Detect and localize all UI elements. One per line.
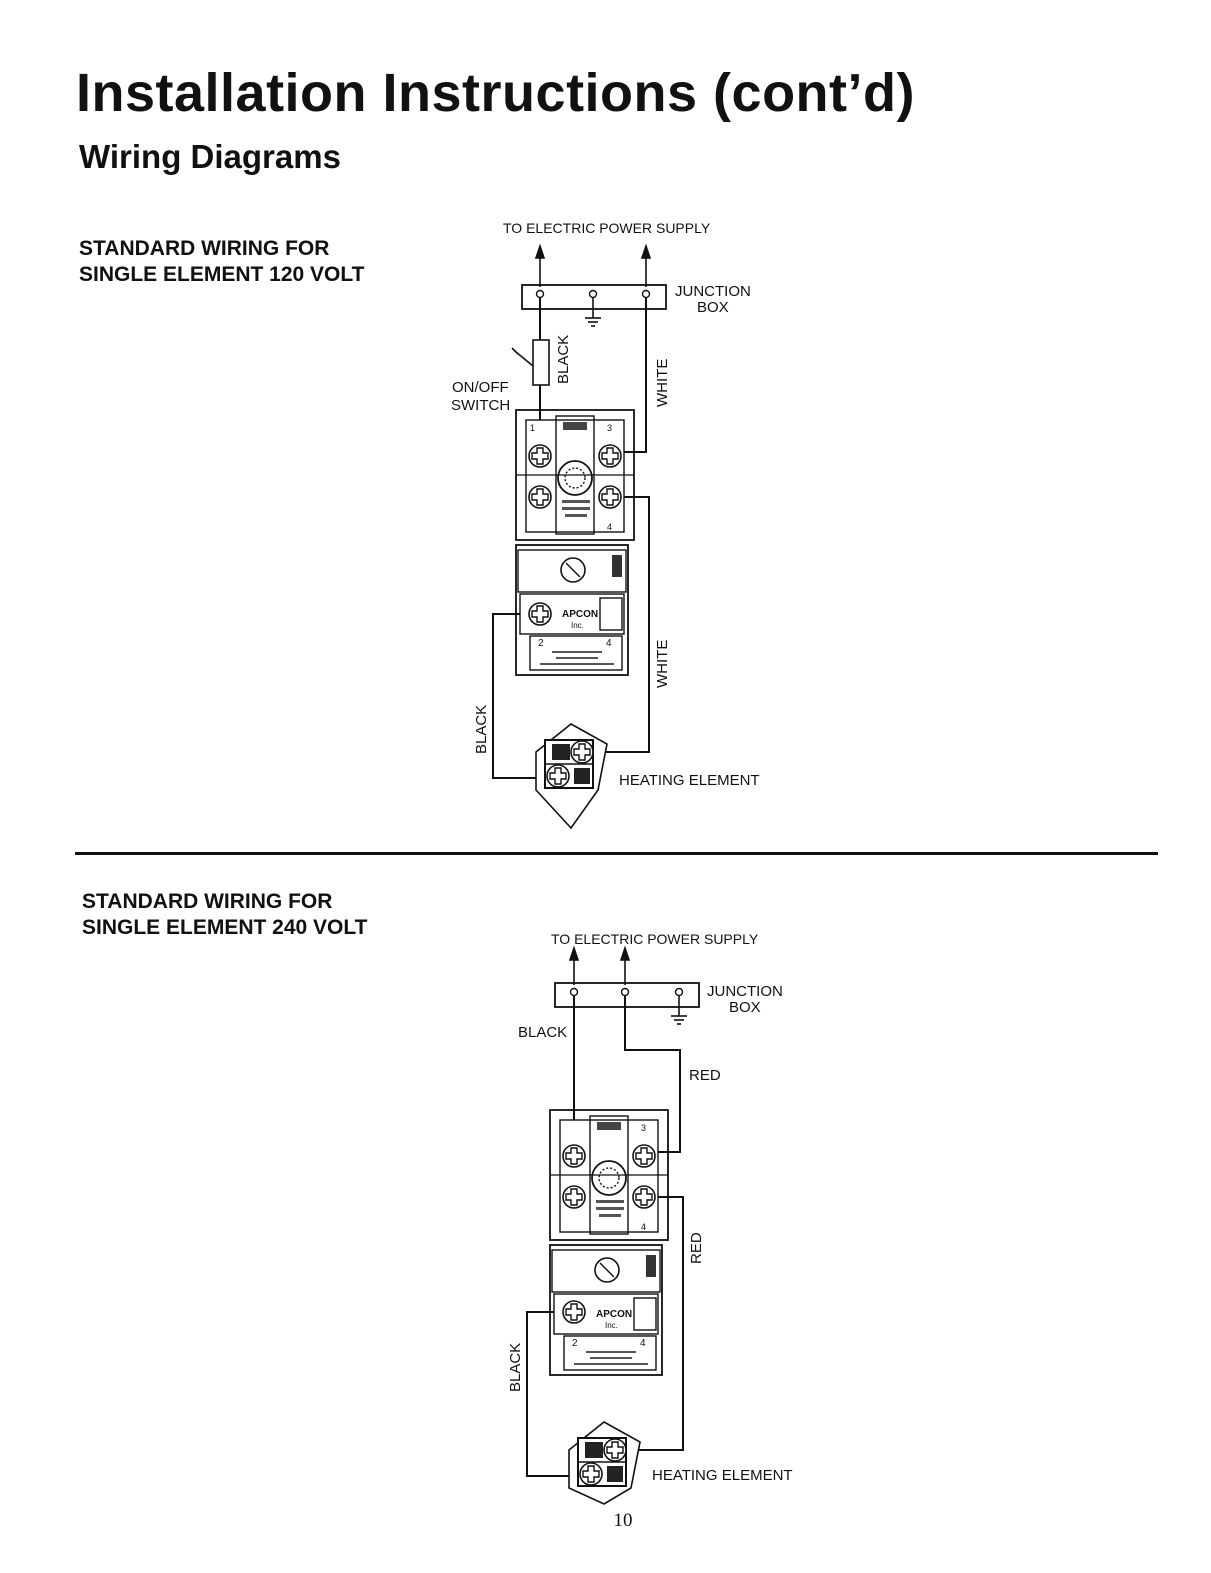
terminal-number: 4: [606, 638, 612, 649]
wiring-diagram-120v: TO ELECTRIC POWER SUPPLY JUNCTION BOX: [451, 220, 760, 830]
terminal-number: 3: [607, 423, 612, 433]
junction-box: [554, 982, 700, 1008]
junction-box: [521, 284, 667, 310]
heating-element: [535, 723, 608, 830]
box-label: BOX: [697, 299, 729, 316]
page-subtitle: Wiring Diagrams: [79, 138, 341, 175]
upper-thermostat: 1 3 4: [515, 409, 635, 541]
terminal-screw: [603, 1438, 627, 1462]
heating-element: [568, 1421, 641, 1505]
lower-thermostat: APCON Inc. 2 4: [515, 544, 629, 676]
terminal-number: 2: [538, 638, 544, 649]
terminal-number: 3: [641, 1123, 646, 1133]
upper-thermostat: 3 4: [549, 1109, 669, 1241]
section-heading-240v: STANDARD WIRING FOR SINGLE ELEMENT 240 V…: [82, 889, 368, 941]
terminal-number: 1: [530, 423, 535, 433]
terminal-screw: [632, 1185, 656, 1209]
terminal-screw: [562, 1300, 586, 1324]
wire-label-white: WHITE: [654, 640, 671, 688]
supply-arrows: [568, 945, 631, 985]
wire-label-black: BLACK: [507, 1343, 524, 1392]
wire-label-white: WHITE: [654, 359, 671, 407]
thermostat-brand: APCON: [562, 609, 598, 620]
junction-label: JUNCTION: [675, 283, 751, 300]
supply-arrows: [534, 243, 652, 287]
switch-label: SWITCH: [451, 397, 510, 414]
terminal-number: 2: [572, 1338, 578, 1349]
page-number: 10: [613, 1510, 633, 1531]
terminal-number: 4: [640, 1338, 646, 1349]
wire-label-red: RED: [688, 1232, 705, 1264]
terminal-number: 4: [607, 522, 612, 532]
terminal-screw: [562, 1144, 586, 1168]
page-title: Installation Instructions (cont’d): [76, 63, 915, 123]
lower-thermostat: APCON Inc. 2 4: [549, 1244, 663, 1376]
section-heading-120v: STANDARD WIRING FOR SINGLE ELEMENT 120 V…: [79, 236, 365, 288]
section-heading-line: STANDARD WIRING FOR: [79, 237, 330, 260]
ground-symbol: [671, 996, 687, 1025]
wire-label-black: BLACK: [473, 705, 490, 754]
section-heading-line: SINGLE ELEMENT 240 VOLT: [82, 916, 368, 939]
switch-label: ON/OFF: [452, 379, 509, 396]
terminal-screw: [562, 1185, 586, 1209]
terminal-screw: [579, 1462, 603, 1486]
box-label: BOX: [729, 999, 761, 1016]
section-heading-line: SINGLE ELEMENT 120 VOLT: [79, 263, 365, 286]
wire-label-red: RED: [689, 1067, 721, 1084]
thermostat-brand: APCON: [596, 1309, 632, 1320]
ground-symbol: [585, 298, 601, 327]
thermostat-brand-sub: Inc.: [605, 1321, 618, 1330]
section-heading-line: STANDARD WIRING FOR: [82, 890, 333, 913]
on-off-switch: [511, 339, 550, 386]
heating-element-label: HEATING ELEMENT: [652, 1467, 793, 1484]
thermostat-brand-sub: Inc.: [571, 621, 584, 630]
terminal-screw: [632, 1144, 656, 1168]
terminal-number: 4: [641, 1222, 646, 1232]
wire-label-black: BLACK: [555, 335, 572, 384]
section-divider: [75, 852, 1158, 855]
heating-element-label: HEATING ELEMENT: [619, 772, 760, 789]
power-supply-label: TO ELECTRIC POWER SUPPLY: [551, 931, 759, 947]
wire-label-black: BLACK: [518, 1024, 567, 1041]
power-supply-label: TO ELECTRIC POWER SUPPLY: [503, 220, 711, 236]
junction-label: JUNCTION: [707, 983, 783, 1000]
